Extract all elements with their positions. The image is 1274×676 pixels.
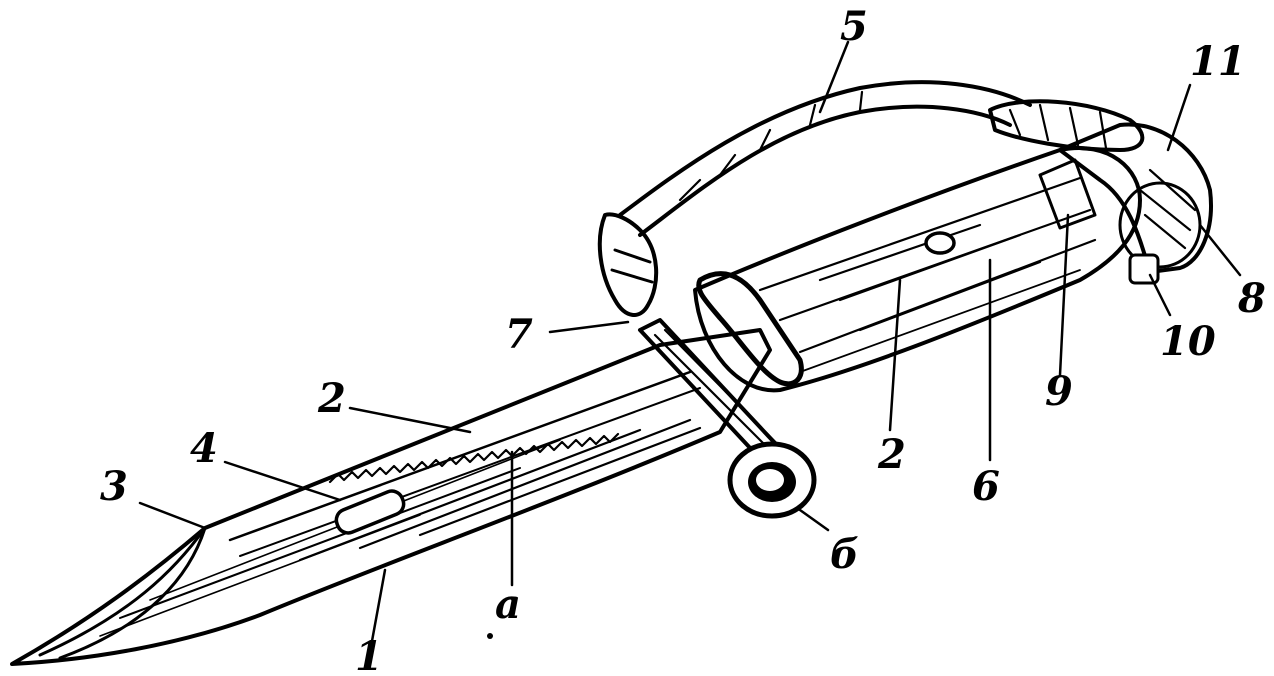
blade-slot-shape (334, 489, 406, 535)
callout-2-blade: 2 (317, 375, 346, 422)
callout-b: б (830, 531, 859, 578)
callout-labels: 2 3 4 5 7 1 а б 2 6 9 11 8 10 (100, 3, 1266, 676)
callout-4: 4 (190, 425, 218, 472)
callout-7: 7 (505, 311, 533, 358)
callout-5: 5 (840, 3, 868, 50)
sling-strap-shape (597, 80, 1145, 317)
callout-10: 10 (1160, 318, 1216, 365)
handle-rivet-shape (924, 231, 956, 255)
ink-dot (487, 633, 493, 639)
callout-11: 11 (1190, 38, 1246, 85)
callout-9: 9 (1045, 368, 1073, 415)
crossguard (638, 318, 817, 519)
callout-2-handle: 2 (877, 431, 906, 478)
callout-3: 3 (100, 463, 128, 510)
handle (693, 122, 1213, 393)
leader-lines (138, 40, 1242, 654)
callout-8: 8 (1237, 275, 1266, 322)
callout-1: 1 (355, 633, 383, 676)
callout-6: 6 (972, 463, 1000, 510)
blade (10, 328, 772, 666)
callout-a: а (495, 581, 521, 628)
